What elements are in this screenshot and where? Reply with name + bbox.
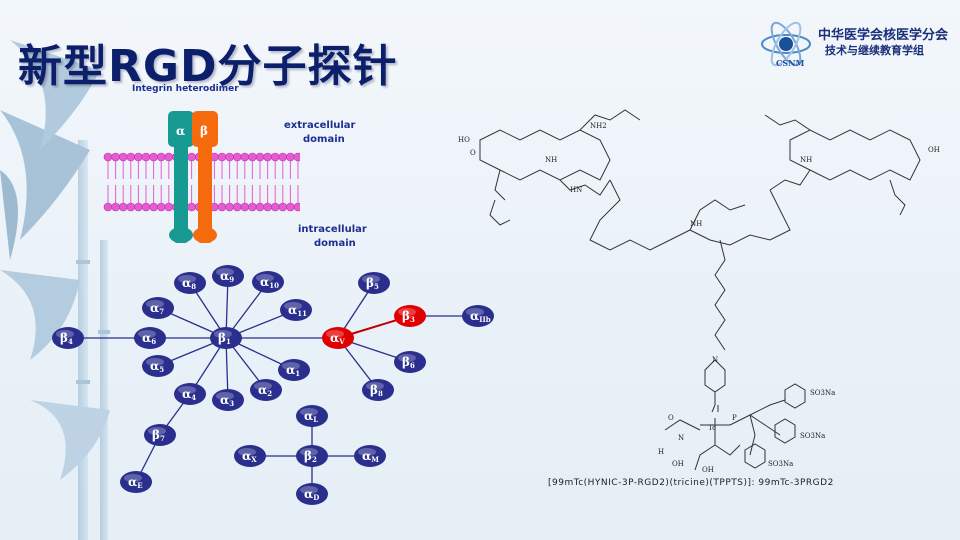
atom-logo-icon: CSNM xyxy=(761,21,811,68)
atom-label: P xyxy=(732,414,737,422)
node-a4: α4 xyxy=(174,383,206,405)
node-b3: β3 xyxy=(394,305,426,327)
node-a5: α5 xyxy=(142,355,174,377)
alpha-chain-label: α xyxy=(176,124,185,138)
node-aX: αX xyxy=(234,445,266,467)
org-name: 中华医学会核医学分会 xyxy=(818,28,949,43)
atom-label: OH xyxy=(928,146,940,154)
node-b8: β8 xyxy=(362,379,394,401)
node-a7: α7 xyxy=(142,297,174,319)
node-av: αV xyxy=(322,327,354,349)
node-b2: β2 xyxy=(296,445,328,467)
node-a8: α8 xyxy=(174,272,206,294)
atom-label: HO xyxy=(458,136,470,144)
node-b5: β5 xyxy=(358,272,390,294)
intracellular-label: intracellular xyxy=(298,224,367,235)
membrane-diagram: α β xyxy=(103,111,300,243)
logo-mark: CSNM xyxy=(776,58,804,68)
node-aE: αE xyxy=(120,471,152,493)
atom-label: H xyxy=(658,448,664,456)
node-aiib: αIIb xyxy=(462,305,494,327)
atom-label: O xyxy=(668,414,674,422)
node-a6: α6 xyxy=(134,327,166,349)
node-aL: αL xyxy=(296,405,328,427)
intracellular-label-2: domain xyxy=(314,238,356,249)
node-a2: α2 xyxy=(250,379,282,401)
atom-label: N xyxy=(712,356,718,364)
node-a3: α3 xyxy=(212,389,244,411)
node-b1: β1 xyxy=(210,327,242,349)
page-title: 新型RGD分子探针 xyxy=(18,41,398,92)
csnm-logo: CSNM xyxy=(758,20,958,68)
node-a11: α11 xyxy=(280,299,312,321)
atom-label: Tc xyxy=(708,424,716,432)
atom-label: NH xyxy=(545,156,557,164)
beta-chain-label: β xyxy=(200,124,208,138)
atom-label: NH xyxy=(690,220,702,228)
node-b7: β7 xyxy=(144,424,176,446)
atom-label: OH xyxy=(702,466,714,474)
node-b6: β6 xyxy=(394,351,426,373)
node-aD: αD xyxy=(296,483,328,505)
structure-caption: [99mTc(HYNIC-3P-RGD2)(tricine)(TPPTS)]: … xyxy=(548,478,834,488)
node-a10: α10 xyxy=(252,271,284,293)
atom-label: SO3Na xyxy=(800,432,825,440)
node-b4: β4 xyxy=(52,327,84,349)
dept-name: 技术与继续教育学组 xyxy=(825,44,924,57)
node-aM: αM xyxy=(354,445,386,467)
node-a1: α1 xyxy=(278,359,310,381)
atom-label: N xyxy=(678,434,684,442)
node-a9: α9 xyxy=(212,265,244,287)
atom-label: O xyxy=(470,149,476,157)
atom-label: NH2 xyxy=(590,122,607,130)
atom-label: HN xyxy=(570,186,582,194)
heterodimer-heading: Integrin heterodimer xyxy=(132,84,239,94)
atom-label: OH xyxy=(672,460,684,468)
structure-bonds xyxy=(479,109,921,471)
extracellular-label-2: domain xyxy=(303,134,345,145)
atom-label: SO3Na xyxy=(768,460,793,468)
atom-label: SO3Na xyxy=(810,389,835,397)
atom-label: NH xyxy=(800,156,812,164)
extracellular-label: extracellular xyxy=(284,120,356,131)
